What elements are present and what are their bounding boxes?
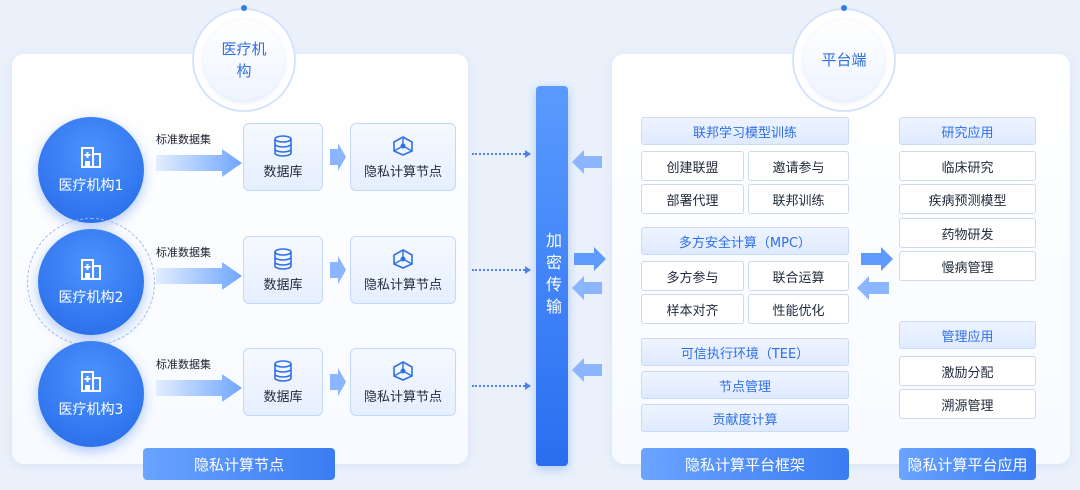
encryption-label: 加密传输	[543, 232, 562, 320]
encrypted-link	[472, 266, 531, 274]
contribution-calculation: 贡献度计算	[641, 404, 849, 432]
compute-node-box: 隐私计算节点	[350, 123, 456, 191]
platform-badge: 平台端	[792, 8, 896, 112]
hospital-label: 医疗机构2	[58, 290, 124, 306]
database-box: 数据库	[243, 236, 323, 304]
database-box: 数据库	[243, 123, 323, 191]
tee-title: 可信执行环境（TEE）	[641, 338, 849, 366]
dataset-arrow: 标准数据集	[156, 358, 242, 402]
arrow-left-icon	[572, 358, 602, 382]
hospital-badge-label: 医疗机构	[204, 20, 284, 100]
encrypted-link	[472, 150, 531, 158]
database-box: 数据库	[243, 348, 323, 416]
database-icon	[274, 134, 292, 157]
node-management: 节点管理	[641, 371, 849, 399]
hospital-label: 医疗机构3	[58, 402, 124, 418]
compute-node-label: 隐私计算节点	[363, 277, 442, 293]
compute-node-label: 隐私计算节点	[363, 389, 442, 405]
dataset-label: 标准数据集	[156, 358, 211, 371]
dataset-arrow: 标准数据集	[156, 246, 242, 290]
federated-learning-title: 联邦学习模型训练	[641, 117, 849, 145]
database-label: 数据库	[263, 277, 303, 293]
mpc-item: 样本对齐	[641, 294, 744, 324]
compute-node-label: 隐私计算节点	[363, 164, 442, 180]
management-apps-title: 管理应用	[899, 321, 1036, 349]
database-icon	[274, 359, 292, 382]
left-footer: 隐私计算节点	[143, 448, 335, 480]
hospital-icon	[81, 371, 101, 392]
arrow-left-icon	[572, 276, 602, 300]
mpc-item: 联合运算	[748, 261, 849, 291]
fl-item: 联邦训练	[748, 184, 849, 214]
fl-item: 部署代理	[641, 184, 744, 214]
database-icon	[274, 247, 292, 270]
database-label: 数据库	[263, 164, 303, 180]
arrow-right-icon	[330, 256, 346, 284]
arrow-right-icon	[330, 368, 346, 396]
network-node-icon	[393, 248, 413, 269]
management-item: 激励分配	[899, 356, 1036, 386]
research-apps-title: 研究应用	[899, 117, 1036, 145]
encrypted-link	[472, 382, 531, 390]
arrow-right-icon	[574, 247, 606, 271]
fl-item: 创建联盟	[641, 151, 744, 181]
badge-dot-icon	[841, 5, 847, 11]
compute-node-box: 隐私计算节点	[350, 236, 456, 304]
hospital-icon	[81, 259, 101, 280]
fl-item: 邀请参与	[748, 151, 849, 181]
dataset-label: 标准数据集	[156, 246, 211, 259]
arrow-right-icon	[330, 143, 346, 171]
arrow-left-icon	[572, 150, 602, 174]
arrow-right-icon	[156, 149, 242, 177]
dataset-arrow: 标准数据集	[156, 133, 242, 177]
mpc-item: 性能优化	[748, 294, 849, 324]
arrow-left-icon	[857, 276, 889, 300]
arrow-right-icon	[156, 262, 242, 290]
management-item: 溯源管理	[899, 389, 1036, 419]
hospital-3: 医疗机构3	[38, 341, 144, 447]
arrow-right-icon	[861, 247, 893, 271]
hospital-badge: 医疗机构	[192, 8, 296, 112]
research-item: 临床研究	[899, 151, 1036, 181]
hospital-label: 医疗机构1	[58, 178, 124, 194]
apps-footer: 隐私计算平台应用	[899, 448, 1036, 480]
research-item: 疾病预测模型	[899, 184, 1036, 214]
database-label: 数据库	[263, 389, 303, 405]
platform-badge-label: 平台端	[804, 20, 884, 100]
encryption-bar: 加密传输	[536, 86, 568, 466]
research-item: 慢病管理	[899, 251, 1036, 281]
mpc-item: 多方参与	[641, 261, 744, 291]
framework-footer: 隐私计算平台框架	[641, 448, 849, 480]
mpc-title: 多方安全计算（MPC）	[641, 227, 849, 255]
hospital-1: 医疗机构1	[38, 117, 144, 223]
arrow-right-icon	[156, 374, 242, 402]
badge-dot-icon	[241, 5, 247, 11]
dataset-label: 标准数据集	[156, 133, 211, 146]
hospital-2: 医疗机构2	[38, 229, 144, 335]
network-node-icon	[393, 135, 413, 156]
research-item: 药物研发	[899, 218, 1036, 248]
network-node-icon	[393, 360, 413, 381]
hospital-icon	[81, 147, 101, 168]
compute-node-box: 隐私计算节点	[350, 348, 456, 416]
